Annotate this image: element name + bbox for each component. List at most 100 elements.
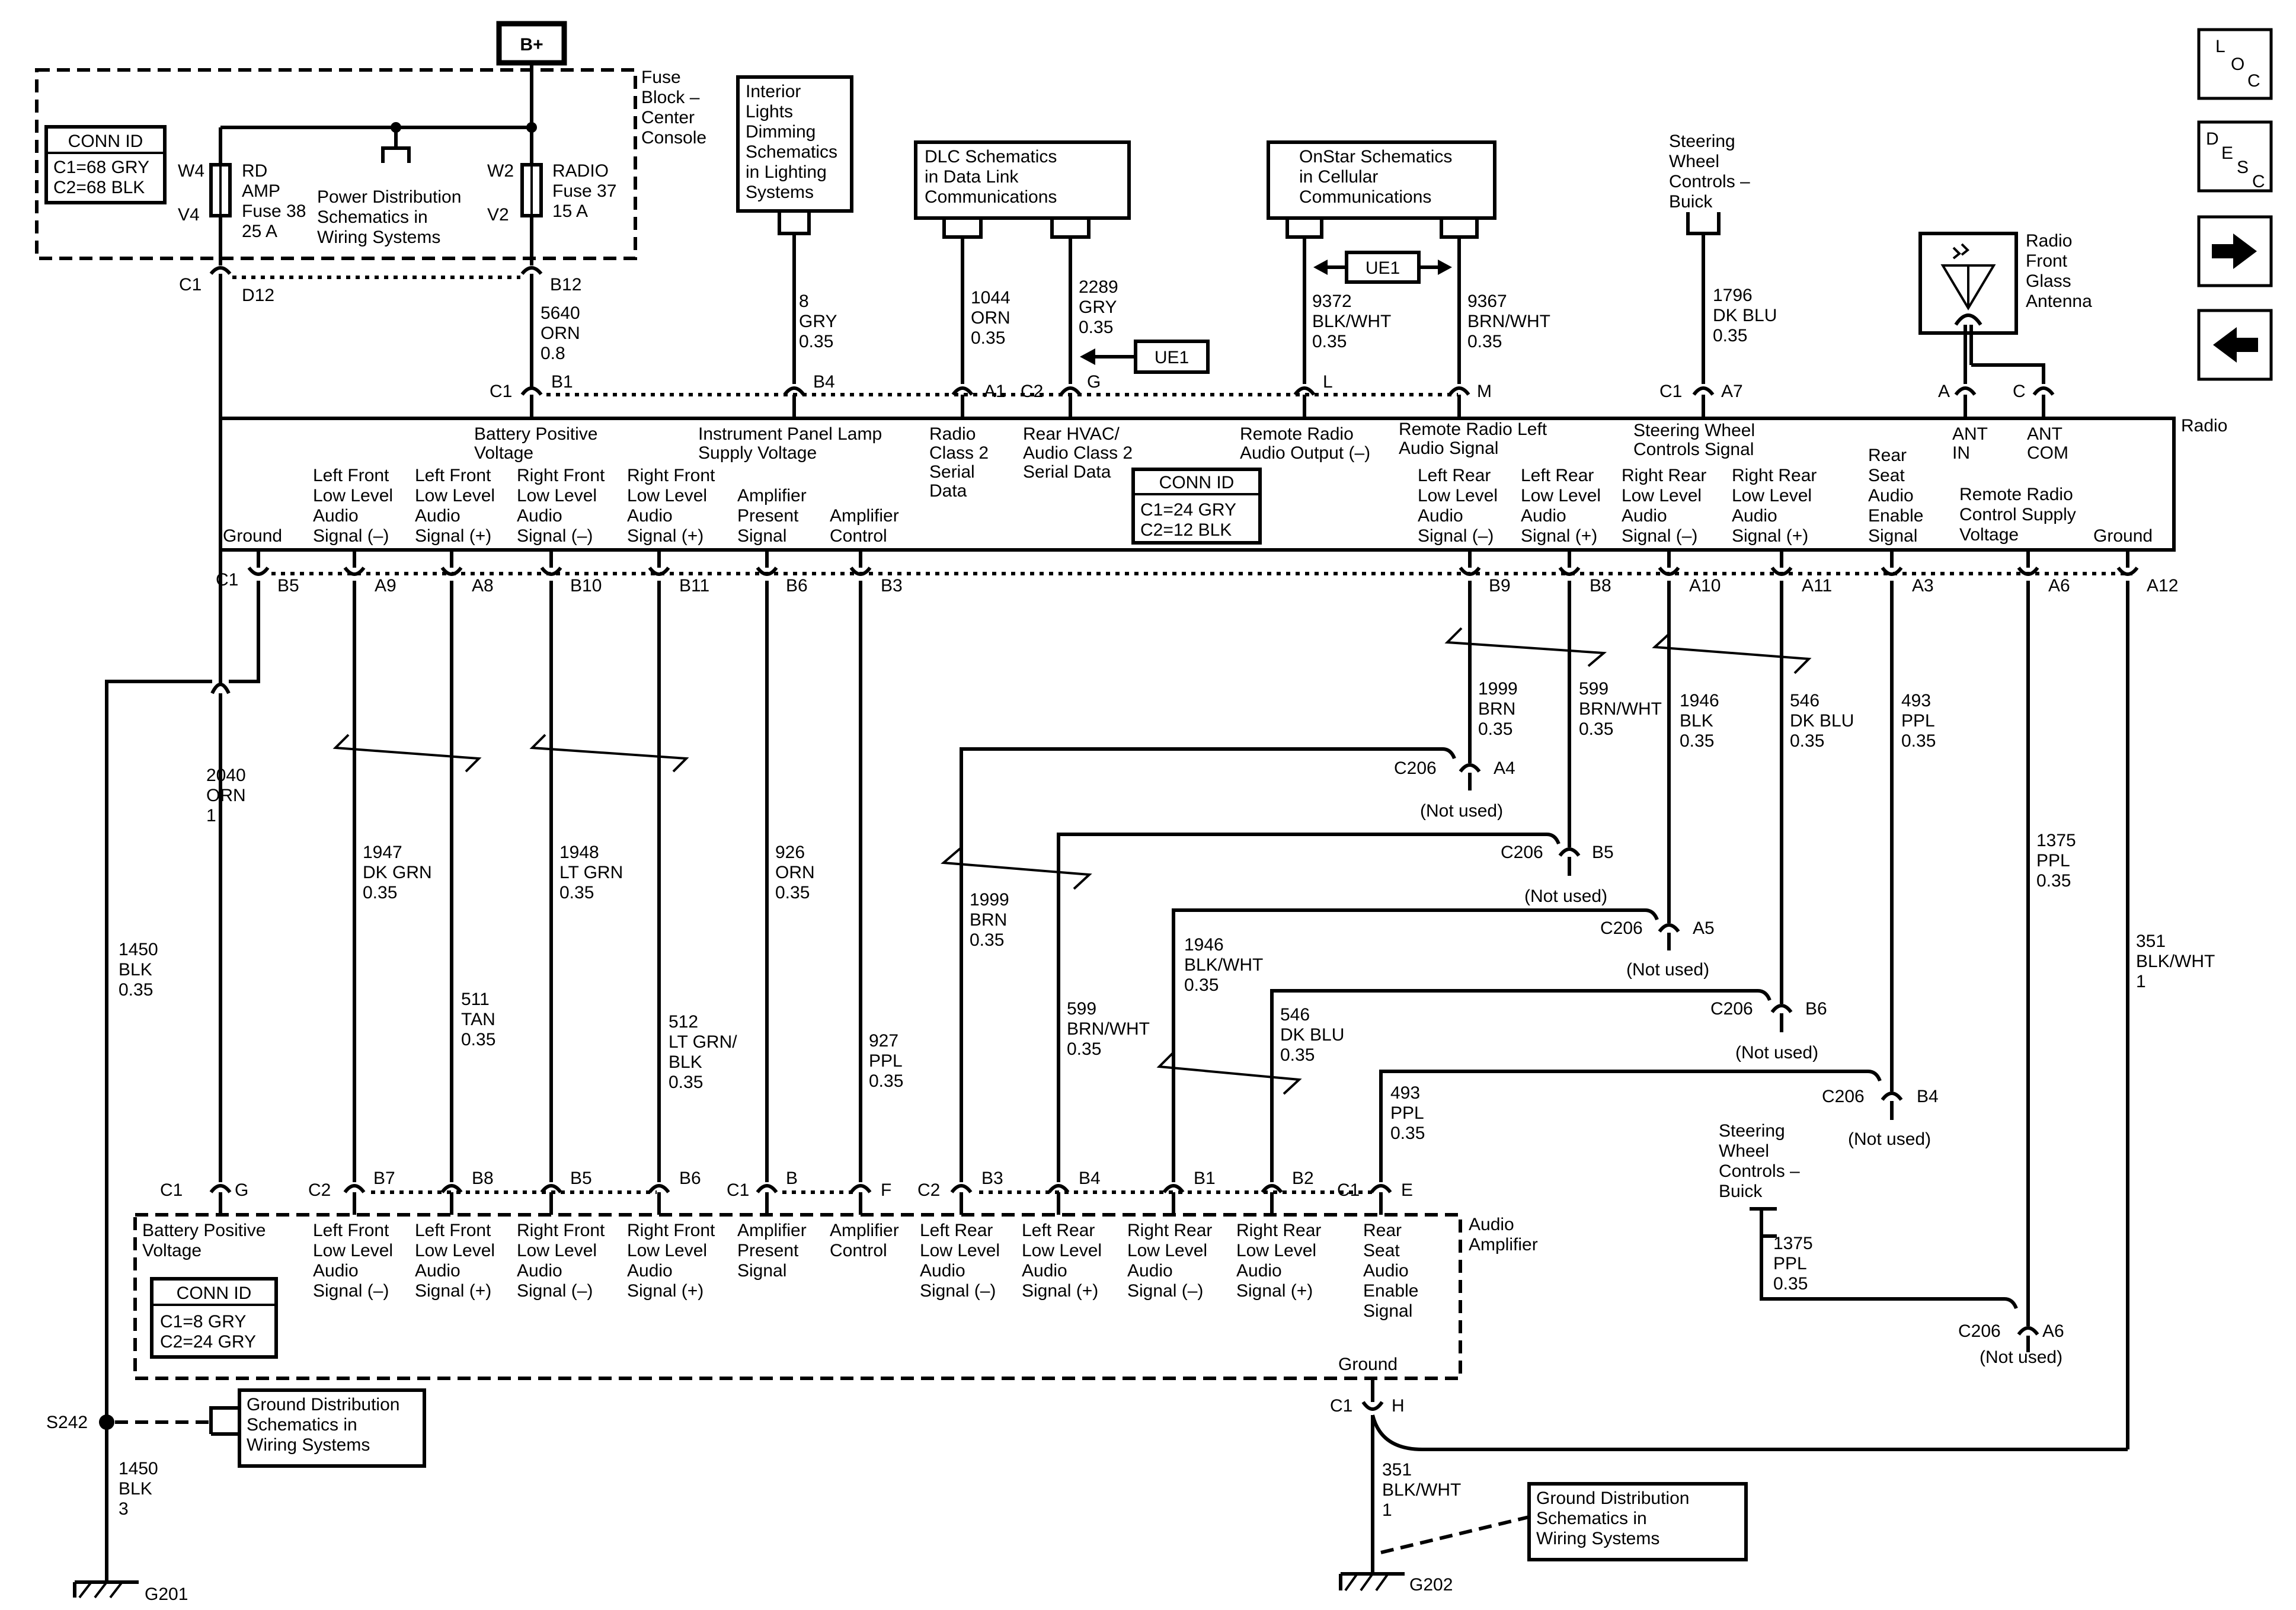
connector-label: DLC Schematics in Data Link Communicatio… (925, 147, 1062, 207)
connector-label: A1 (984, 382, 1006, 401)
connector-label: G202 (1409, 1575, 1453, 1595)
interior-lights-ref-box: Interior Lights Dimming Schematics in Li… (736, 75, 853, 235)
radio-pin-desc: ANT IN (1952, 424, 1993, 463)
ue1-option-tag-center: UE1 (1313, 251, 1452, 284)
connector-label: C1 (490, 382, 512, 401)
connector-label: C1=24 GRY (1140, 500, 1236, 520)
wire-segment (960, 747, 1456, 1182)
wire-segment (105, 680, 212, 1582)
loc-button[interactable]: L O C (2197, 28, 2273, 100)
wire-1946a-label: 1946 BLK 0.35 (1680, 691, 1724, 751)
connector-label: C1 (727, 1180, 749, 1200)
amp-pin-desc: Left Front Low Level Audio Signal (–) (313, 1221, 398, 1301)
wire-segment (849, 1184, 872, 1193)
wire-segment (209, 1406, 239, 1436)
connector-label: RD AMP Fuse 38 25 A (242, 161, 311, 241)
connector-label: L (2215, 37, 2225, 56)
wire-segment (1881, 1092, 1903, 1101)
fuse-block-outline (35, 68, 637, 260)
twisted-pair-marker (529, 734, 689, 773)
wire-1999a-label: 1999 BRN 0.35 (1478, 679, 1523, 739)
radio-pin-desc: Instrument Panel Lamp Supply Voltage (698, 424, 887, 463)
amp-pin-desc: Ground (1338, 1355, 1398, 1374)
wire-926-label: 926 ORN 0.35 (775, 843, 820, 902)
wire-segment (78, 1581, 92, 1599)
wire-segment (1261, 1184, 1283, 1193)
connector-label: B4 (813, 372, 835, 392)
desc-button[interactable]: D E S C (2197, 120, 2273, 193)
arrow-right-icon (2212, 233, 2257, 269)
radio-pin-desc: Left Rear Low Level Audio Signal (–) (1418, 466, 1502, 546)
wire-segment (1172, 908, 1659, 1182)
wire-segment (381, 146, 411, 163)
connector-label: B10 (570, 576, 602, 596)
wire-segment (209, 266, 232, 275)
connector-label: (Not used) (1420, 801, 1503, 821)
connector-label: B6 (1805, 999, 1827, 1019)
arrow-left-icon (2213, 327, 2258, 363)
radio-pin-desc: Right Front Low Level Audio Signal (–) (517, 466, 610, 546)
wire-segment (343, 566, 366, 576)
wire-segment (1371, 1414, 2128, 1451)
connector-label: B1 (1194, 1169, 1216, 1188)
wire-segment (2017, 1326, 2039, 1336)
wire-927-label: 927 PPL 0.35 (869, 1031, 907, 1091)
connector-label: A8 (472, 576, 494, 596)
wire-segment (1162, 1184, 1185, 1193)
radio-pin-desc: Left Front Low Level Audio Signal (–) (313, 466, 398, 546)
connector-label: B4 (1917, 1087, 1939, 1106)
connector-label: F (881, 1180, 891, 1200)
wire-1947-label: 1947 DK GRN 0.35 (363, 843, 437, 902)
connector-label: C2 (308, 1180, 331, 1200)
ground-distribution-ref-box-1: Ground Distribution Schematics in Wiring… (238, 1388, 426, 1468)
wire-493a-label: 493 PPL 0.35 (1901, 691, 1939, 751)
connector-label: E (1401, 1180, 1413, 1200)
wire-segment (440, 566, 463, 576)
connector-label: (Not used) (1524, 886, 1607, 906)
wire-segment (1760, 1236, 2018, 1310)
wire-segment (1345, 251, 1421, 284)
connector-label: CONN ID (177, 1283, 252, 1303)
wire-segment (540, 1184, 562, 1193)
amp-pin-desc: Right Front Low Level Audio Signal (+) (627, 1221, 720, 1301)
wire-segment (150, 1277, 278, 1359)
radio-pin-desc: Battery Positive Voltage (474, 424, 603, 463)
radio-pin-desc: Ground (2093, 526, 2153, 546)
connector-label: C206 (1710, 999, 1753, 1019)
wire-segment (209, 1184, 232, 1193)
wire-segment (1360, 1573, 1374, 1592)
wire-1450a-label: 1450 BLK 0.35 (119, 940, 163, 1000)
wire-segment (756, 1184, 778, 1193)
connector-label: A6 (2048, 576, 2070, 596)
wire-5640-label: 5640 ORN 0.8 (541, 303, 585, 363)
wire-segment (2197, 120, 2273, 193)
radio-pin-desc: Ground (223, 526, 282, 546)
connector-label: B2 (1292, 1169, 1314, 1188)
connector-label: B5 (277, 576, 299, 596)
connector-label: C1=68 GRY (53, 158, 149, 177)
wire-segment (440, 1184, 463, 1193)
prev-arrow-button[interactable] (2197, 309, 2273, 381)
wire-segment (1658, 923, 1680, 933)
splice-s242 (99, 1414, 114, 1430)
radio-pin-desc: Radio Class 2 Serial Data (929, 424, 993, 501)
connector-label: G (235, 1180, 248, 1200)
wire-546a-label: 546 DK BLU 0.35 (1790, 691, 1859, 751)
wire-351b-label: 351 BLK/WHT 1 (1382, 1460, 1466, 1520)
radio-pin-desc: Right Rear Low Level Audio Signal (–) (1622, 466, 1712, 546)
wire-segment (1270, 989, 1771, 1182)
wire-segment (756, 566, 778, 576)
wire-segment (229, 581, 260, 683)
wire-segment (1438, 260, 1452, 275)
connector-label: A3 (1912, 576, 1934, 596)
next-arrow-button[interactable] (2197, 215, 2273, 287)
connector-label: C2=12 BLK (1140, 520, 1232, 540)
radio-module-box (219, 417, 2176, 552)
connector-label: B4 (1079, 1169, 1101, 1188)
connector-label: A11 (1802, 576, 1832, 596)
wire-segment (942, 218, 983, 239)
connector-label: G201 (145, 1585, 188, 1604)
connector-label: C206 (1600, 918, 1643, 938)
connector-label: C2=68 BLK (53, 178, 145, 197)
